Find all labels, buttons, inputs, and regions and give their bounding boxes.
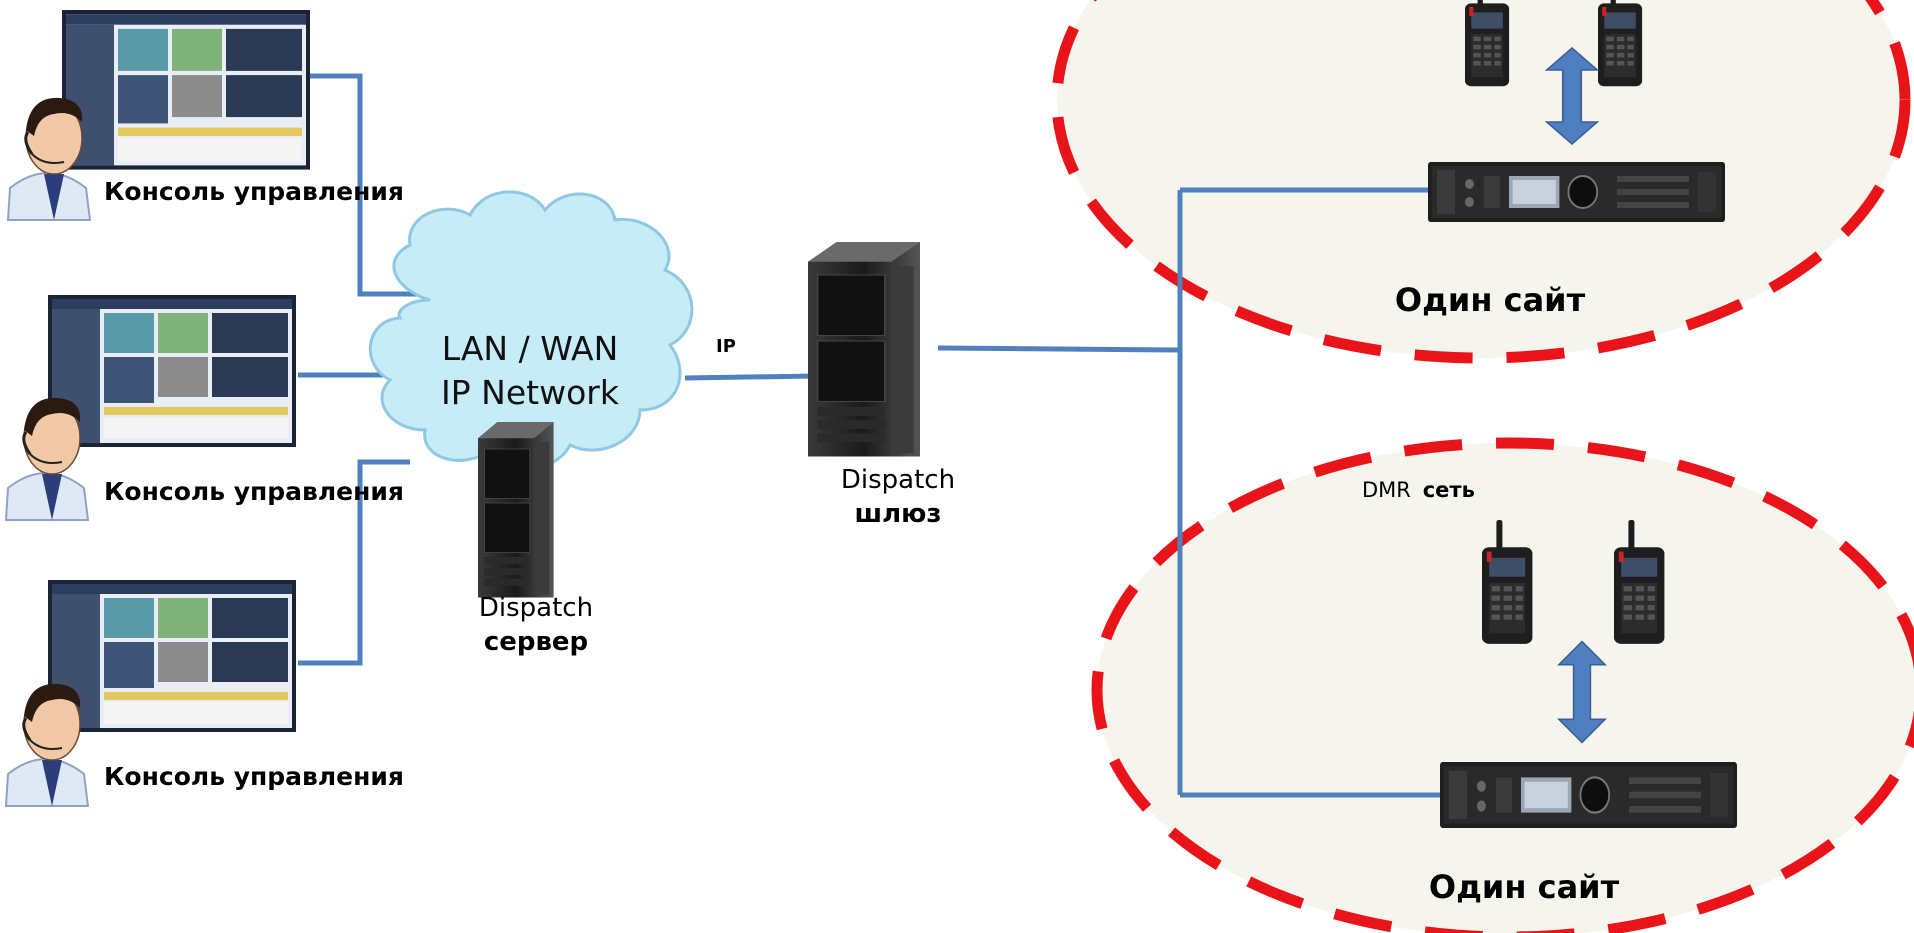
dispatch-console-screen-icon [48, 295, 296, 447]
gateway-tower-icon [807, 241, 921, 458]
dispatch-console-screen-icon [48, 580, 296, 732]
cloud-network-icon [368, 190, 694, 470]
gateway-label-line1: Dispatch [841, 465, 955, 495]
handheld-radio-icon [1598, 0, 1643, 87]
site-top-equipment: Один сайт [1395, 0, 1726, 319]
network-label-prefix: DMR [1362, 478, 1411, 502]
handheld-radio-icon [1465, 0, 1510, 87]
network-links [298, 73, 1440, 798]
site-name: Один сайт [1429, 868, 1620, 906]
repeater-icon [1427, 161, 1726, 223]
link-console1-cloud [305, 73, 432, 297]
console-3: Консоль управления [4, 580, 404, 808]
cloud-label-line1: LAN / WAN [442, 329, 619, 368]
operator-headset-icon [4, 396, 90, 522]
server-tower-icon [477, 421, 555, 599]
console-2: Консоль управления [4, 295, 404, 522]
server-label-line1: Dispatch [479, 593, 593, 623]
console-label: Консоль управления [104, 177, 404, 206]
link-console3-cloud [298, 459, 410, 666]
dispatch-console-screen-icon [62, 10, 310, 170]
gateway-label-line2: шлюз [854, 499, 941, 529]
console-label: Консоль управления [104, 762, 404, 791]
ip-link-label: IP [716, 336, 736, 357]
site-area-bottom [1091, 437, 1914, 933]
operator-headset-icon [4, 682, 90, 808]
console-1: Консоль управления [6, 10, 404, 222]
site-bottom-equipment: DMR сеть Один сайт [1362, 478, 1739, 906]
network-label-bold: сеть [1423, 478, 1475, 502]
link-gateway-sites [937, 345, 1181, 353]
repeater-icon [1438, 760, 1739, 830]
link-cloud-gateway [684, 373, 816, 381]
console-label: Консоль управления [104, 477, 404, 506]
site-network-label: DMR сеть [1362, 478, 1475, 502]
site-name: Один сайт [1395, 281, 1586, 319]
server-label-line2: сервер [484, 627, 588, 657]
cloud-label-line2: IP Network [441, 373, 620, 412]
